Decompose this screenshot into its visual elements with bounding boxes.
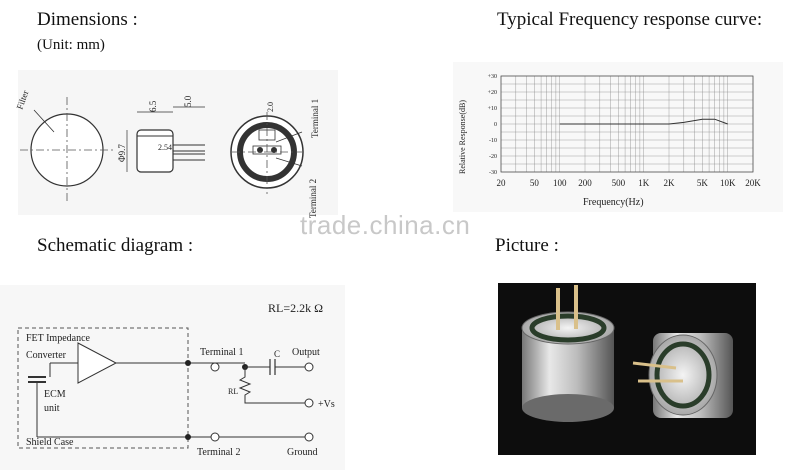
dimensions-title: Dimensions :: [37, 9, 138, 30]
vs-label: +Vs: [318, 399, 335, 410]
diameter-label: Φ9.7: [117, 144, 127, 162]
y-axis-label: Relative Response(dB): [458, 100, 467, 174]
y-tick-label: 0: [494, 122, 497, 128]
converter-label: Converter: [26, 350, 67, 361]
ecm-label: ECM: [44, 389, 66, 400]
frequency-title: Typical Frequency response curve:: [497, 9, 763, 30]
x-tick-label: 2K: [664, 178, 676, 188]
y-tick-label: +20: [488, 90, 497, 96]
x-tick-label: 20K: [745, 178, 761, 188]
cap-label: C: [274, 349, 280, 359]
watermark: trade.china.cn: [300, 210, 471, 240]
y-tick-label: +30: [488, 74, 497, 80]
pin-spacing-label: 2.0: [266, 102, 275, 112]
microphone-capsule-left: [521, 285, 615, 422]
shield-label: Shield Case: [26, 437, 74, 448]
y-tick-label: +10: [488, 106, 497, 112]
picture-title: Picture :: [495, 235, 559, 256]
output-label: Output: [292, 347, 320, 358]
x-tick-label: 1K: [638, 178, 650, 188]
x-axis-label: Frequency(Hz): [583, 197, 644, 208]
schematic-diagram: RL=2.2k Ω FET Impedance Converter ECM un…: [0, 285, 345, 470]
y-tick-label: -20: [489, 154, 497, 160]
schematic-title: Schematic diagram :: [37, 235, 194, 256]
product-photo: [498, 283, 756, 455]
unit-text: unit: [44, 403, 60, 414]
rl-label: RL: [228, 387, 238, 396]
y-tick-label: -30: [489, 170, 497, 176]
terminal2-label: Terminal 2: [308, 179, 318, 218]
x-tick-label: 200: [578, 178, 592, 188]
x-tick-label: 100: [553, 178, 567, 188]
terminal2-text: Terminal 2: [197, 447, 240, 458]
fet-label: FET Impedance: [26, 333, 91, 344]
rl-value: RL=2.2k Ω: [268, 301, 323, 315]
y-tick-label: -10: [489, 138, 497, 144]
terminal1-text: Terminal 1: [200, 347, 243, 358]
x-tick-label: 20: [497, 178, 507, 188]
terminal1-label: Terminal 1: [310, 99, 320, 138]
dimensions-drawing: Filter Φ9.7 6.5 5.0 2.54 2.0 Terminal 1 …: [14, 70, 338, 218]
rl-resistor: [238, 367, 305, 404]
x-tick-label: 5K: [697, 178, 709, 188]
height-label: 6.5: [148, 100, 158, 112]
microphone-capsule-right: [632, 333, 733, 418]
lead-label: 5.0: [183, 95, 193, 107]
pitch-label: 2.54: [158, 143, 172, 152]
ecm-enclosure: [17, 327, 189, 449]
x-tick-label: 500: [612, 178, 626, 188]
x-tick-label: 50: [530, 178, 540, 188]
ground-label: Ground: [287, 447, 318, 458]
x-tick-label: 10K: [720, 178, 736, 188]
unit-label: (Unit: mm): [37, 37, 105, 53]
plot-frame: [500, 75, 754, 173]
response-curve: [559, 118, 728, 125]
